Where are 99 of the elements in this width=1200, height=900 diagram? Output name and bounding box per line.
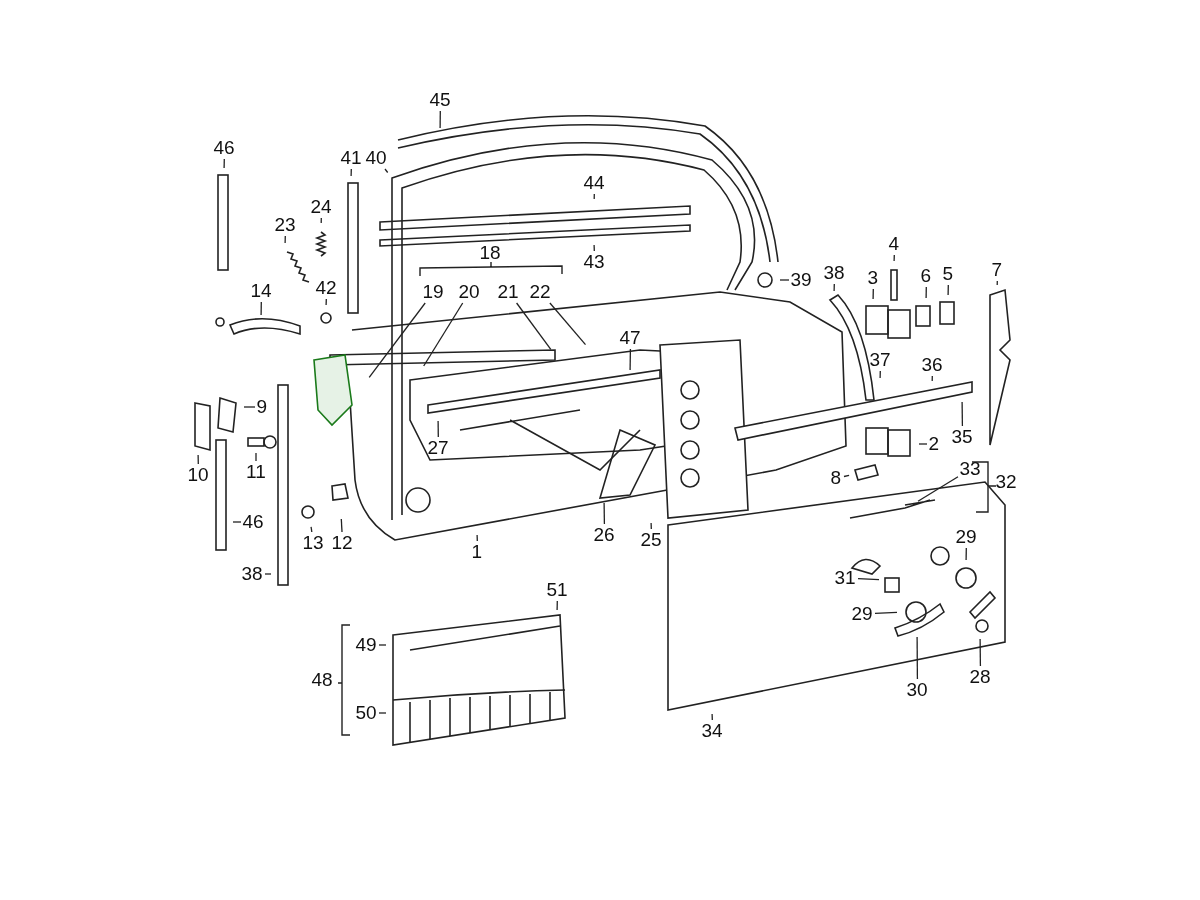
callout-number: 28 (968, 667, 992, 687)
leader-line (650, 522, 652, 530)
leader-line (925, 286, 927, 299)
callout-number: 25 (639, 530, 663, 550)
callout-number: 10 (186, 465, 210, 485)
leader-line (515, 302, 552, 351)
callout-number: 31 (833, 568, 857, 588)
callout-number: 6 (919, 266, 933, 286)
leader-line (556, 600, 558, 611)
leader-line (340, 518, 343, 533)
leader-line (629, 348, 632, 371)
leader-line (197, 454, 199, 465)
callout-number: 11 (245, 462, 267, 482)
leader-line (476, 534, 478, 542)
callout-number: 34 (700, 721, 724, 741)
callout-number: 12 (330, 533, 354, 553)
callout-number: 47 (618, 328, 642, 348)
leader-line (243, 406, 256, 408)
callout-number: 51 (545, 580, 569, 600)
callout-number: 40 (364, 148, 388, 168)
leader-line (872, 288, 874, 300)
leader-line (260, 301, 262, 316)
callout-number: 1 (470, 542, 484, 562)
leader-line (931, 375, 933, 382)
callout-number: 48 (310, 670, 334, 690)
callout-number: 14 (249, 281, 273, 301)
leader-line (979, 638, 982, 667)
leader-line (320, 217, 322, 224)
callout-number: 3 (866, 268, 880, 288)
leader-line (874, 611, 898, 615)
leader-line (423, 302, 464, 367)
callout-number: 4 (887, 234, 901, 254)
callout-number: 18 (478, 243, 502, 263)
leader-line (284, 235, 286, 244)
leader-line (965, 547, 967, 561)
leader-line (593, 193, 595, 200)
callout-number: 44 (582, 173, 606, 193)
leader-line (961, 401, 964, 427)
leader-line (549, 302, 587, 346)
callout-number: 41 (339, 148, 363, 168)
leader-line (711, 713, 713, 721)
callout-number: 36 (920, 355, 944, 375)
callout-number: 38 (822, 263, 846, 283)
leader-line (368, 302, 426, 379)
leader-line (325, 298, 327, 306)
callout-number: 49 (354, 635, 378, 655)
callout-number: 13 (301, 533, 325, 553)
callout-number: 50 (354, 703, 378, 723)
callout-number: 9 (255, 397, 269, 417)
leader-line (996, 280, 998, 286)
callout-number: 39 (789, 270, 813, 290)
callout-number: 30 (905, 680, 929, 700)
callout-number: 27 (426, 438, 450, 458)
callout-number: 20 (457, 282, 481, 302)
leader-line (384, 168, 389, 174)
leader-line (439, 110, 441, 129)
leader-line (603, 502, 606, 525)
callout-number: 38 (240, 564, 264, 584)
leader-line (947, 284, 949, 296)
callout-number: 21 (496, 282, 520, 302)
leader-line (223, 158, 225, 169)
leader-line (232, 521, 242, 523)
callout-number: 32 (994, 472, 1018, 492)
callout-number: 5 (941, 264, 955, 284)
callout-number: 43 (582, 252, 606, 272)
callout-number: 8 (829, 468, 843, 488)
leader-line (857, 577, 880, 581)
leader-line (917, 476, 959, 502)
callout-number: 26 (592, 525, 616, 545)
callout-number: 37 (868, 350, 892, 370)
callout-number: 22 (528, 282, 552, 302)
callout-number: 7 (990, 260, 1004, 280)
callout-number: 29 (954, 527, 978, 547)
leader-line (310, 526, 313, 533)
callout-number: 29 (850, 604, 874, 624)
callout-number: 35 (950, 427, 974, 447)
leader-line (843, 474, 850, 478)
leader-line (916, 636, 919, 680)
leader-line (833, 283, 835, 292)
callout-number: 19 (421, 282, 445, 302)
leader-line (893, 254, 895, 262)
leader-line (350, 168, 352, 177)
leader-line (779, 279, 790, 281)
leader-line (879, 370, 881, 379)
callout-number: 2 (927, 434, 941, 454)
callout-number: 23 (273, 215, 297, 235)
leader-line (378, 712, 387, 714)
callout-number: 33 (958, 459, 982, 479)
callout-number: 46 (241, 512, 265, 532)
callout-number: 46 (212, 138, 236, 158)
leader-line (378, 644, 387, 646)
leader-line (264, 573, 272, 575)
leader-line (593, 244, 595, 252)
callout-number: 24 (309, 197, 333, 217)
leader-line (437, 420, 439, 438)
callout-number: 45 (428, 90, 452, 110)
callout-number: 42 (314, 278, 338, 298)
leader-line (918, 443, 928, 445)
leader-line (255, 452, 257, 462)
